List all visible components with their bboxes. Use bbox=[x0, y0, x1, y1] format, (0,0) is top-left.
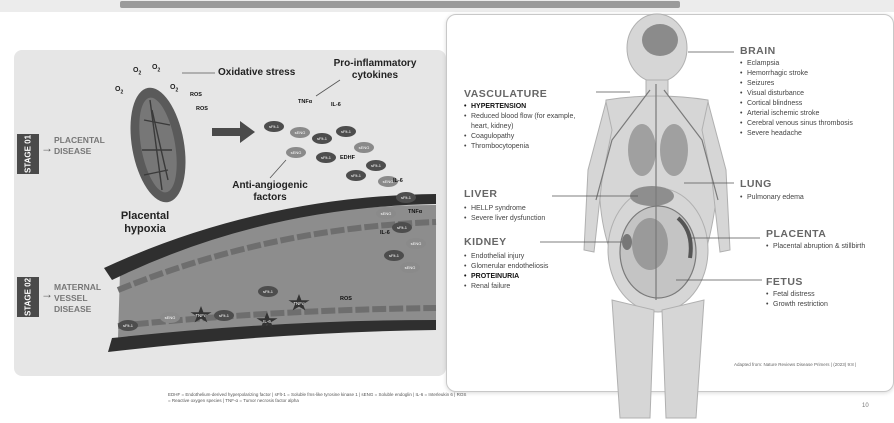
liver-title: LIVER bbox=[464, 188, 497, 200]
placenta-item: Placental abruption & stillbirth bbox=[766, 242, 884, 252]
brain-list: Eclampsia Hemorrhagic stroke Seizures Vi… bbox=[740, 59, 890, 139]
brain-item: Visual disturbance bbox=[740, 89, 890, 99]
vasculature-item: Reduced blood flow (for example, heart, … bbox=[464, 112, 584, 132]
vasculature-title: VASCULATURE bbox=[464, 88, 547, 100]
right-leg bbox=[662, 300, 704, 418]
vasculature-list: HYPERTENSION Reduced blood flow (for exa… bbox=[464, 102, 584, 152]
page-number: 10 bbox=[862, 403, 869, 409]
fetus-list: Fetal distress Growth restriction bbox=[766, 290, 884, 310]
vasculature-item: Coagulopathy bbox=[464, 132, 584, 142]
lung-left bbox=[628, 124, 656, 176]
kidney-item: PROTEINURIA bbox=[464, 272, 594, 282]
source-citation: Adapted from: Nature Reviews Disease Pri… bbox=[734, 362, 874, 368]
brain-item: Cortical blindness bbox=[740, 99, 890, 109]
kidney-organ bbox=[622, 234, 632, 250]
fetus-organ bbox=[632, 218, 668, 270]
left-leg bbox=[612, 300, 654, 418]
abbreviation-footnote: EDHF = Endothelium-derived hyperpolarizi… bbox=[168, 392, 468, 404]
kidney-item: Glomerular endotheliosis bbox=[464, 262, 594, 272]
fetus-title: FETUS bbox=[766, 276, 803, 288]
liver-item: HELLP syndrome bbox=[464, 204, 594, 214]
brain-item: Severe headache bbox=[740, 129, 890, 139]
lung-title: LUNG bbox=[740, 178, 772, 190]
fetus-item: Growth restriction bbox=[766, 300, 884, 310]
brain-item: Eclampsia bbox=[740, 59, 890, 69]
placenta-list: Placental abruption & stillbirth bbox=[766, 242, 884, 252]
lung-item: Pulmonary edema bbox=[740, 193, 880, 203]
kidney-item: Endothelial injury bbox=[464, 252, 594, 262]
lung-list: Pulmonary edema bbox=[740, 193, 880, 203]
vasculature-item: HYPERTENSION bbox=[464, 102, 584, 112]
brain-item: Arterial ischemic stroke bbox=[740, 109, 890, 119]
placenta-title: PLACENTA bbox=[766, 228, 826, 240]
brain-title: BRAIN bbox=[740, 45, 776, 57]
kidney-item: Renal failure bbox=[464, 282, 594, 292]
brain-item: Cerebral venous sinus thrombosis bbox=[740, 119, 890, 129]
liver-list: HELLP syndrome Severe liver dysfunction bbox=[464, 204, 594, 224]
liver-item: Severe liver dysfunction bbox=[464, 214, 594, 224]
lung-right bbox=[660, 124, 688, 176]
kidney-title: KIDNEY bbox=[464, 236, 507, 248]
brain-item: Seizures bbox=[740, 79, 890, 89]
kidney-list: Endothelial injury Glomerular endothelio… bbox=[464, 252, 594, 292]
fetus-item: Fetal distress bbox=[766, 290, 884, 300]
vasculature-item: Thrombocytopenia bbox=[464, 142, 584, 152]
brain-organ bbox=[642, 24, 678, 56]
brain-item: Hemorrhagic stroke bbox=[740, 69, 890, 79]
